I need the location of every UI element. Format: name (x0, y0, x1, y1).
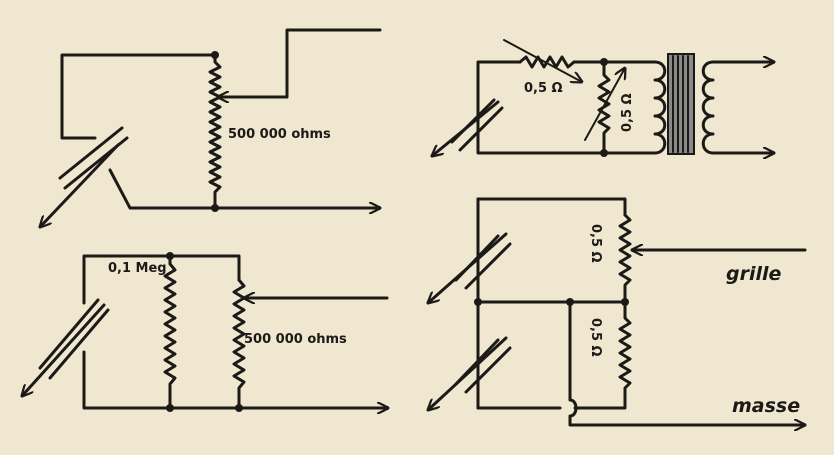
junction-dot (621, 298, 629, 306)
wire-primary-loop (476, 60, 657, 155)
junction-dot (166, 404, 174, 412)
capacitor-trimmer-arrow (428, 232, 508, 303)
potentiometer-resistor (232, 278, 246, 410)
secondary-coil (701, 60, 715, 155)
capacitor-plate (458, 106, 504, 152)
wire-bottom-rail (82, 350, 390, 408)
fixed-resistor-label: 0,1 Meg (108, 261, 167, 276)
diagram-pot-divider-top: 500 000 ohms (40, 28, 382, 227)
shunt-rheostat-arrow (584, 68, 625, 141)
capacitor-trimmer-arrow (22, 303, 106, 396)
ground-wire (568, 300, 807, 425)
pot-label: 500 000 ohms (244, 332, 347, 347)
junction-dot (166, 252, 174, 260)
grid-pot-label: 0,5 Ω (588, 224, 603, 263)
lower-resistor (618, 300, 632, 394)
capacitor-plate (464, 242, 512, 290)
wire-bottom-right (573, 390, 627, 410)
pot-label: 500 000 ohms (228, 127, 331, 142)
capacitor-plate (464, 346, 512, 394)
wiper-output (216, 28, 382, 97)
lower-resistor-label: 0,5 Ω (588, 318, 603, 357)
wire-output-bottom (108, 168, 382, 208)
junction-dot (566, 298, 574, 306)
capacitor-trimmer-arrow (428, 336, 508, 410)
primary-coil (653, 60, 667, 155)
ground-label: masse (732, 395, 800, 417)
capacitor-plate (58, 126, 124, 180)
junction-dot (211, 51, 219, 59)
series-rheostat-label: 0,5 Ω (524, 81, 563, 96)
fixed-resistor (163, 254, 177, 410)
diagram-transformer-rheostats: 0,5 Ω 0,5 Ω (432, 39, 776, 157)
shunt-rheostat-label: 0,5 Ω (620, 93, 635, 132)
capacitor-plate (38, 298, 100, 370)
capacitor-trimmer-arrow (40, 143, 120, 227)
potentiometer-resistor (208, 53, 222, 210)
wire-top-rail (476, 197, 627, 217)
junction-dot (600, 58, 608, 66)
junction-dot (211, 204, 219, 212)
junction-dot (600, 149, 608, 157)
core-lamination (672, 55, 689, 153)
series-rheostat-arrow (503, 39, 582, 82)
junction-dot (235, 404, 243, 412)
transformer-core (667, 53, 695, 155)
diagram-grid-ground: 0,5 Ω grille 0,5 Ω masse (428, 197, 807, 425)
grid-label: grille (726, 263, 782, 285)
junction-dot (474, 298, 482, 306)
series-rheostat (518, 55, 576, 69)
diagram-pot-fixed-resistor: 0,1 Meg 500 000 ohms (22, 252, 390, 412)
capacitor-plate (48, 308, 110, 380)
shunt-rheostat (597, 60, 611, 155)
wire-top-rail (82, 254, 241, 305)
wire-loop (60, 53, 217, 140)
capacitor-trimmer-arrow (432, 100, 500, 156)
grid-potentiometer (618, 213, 632, 304)
